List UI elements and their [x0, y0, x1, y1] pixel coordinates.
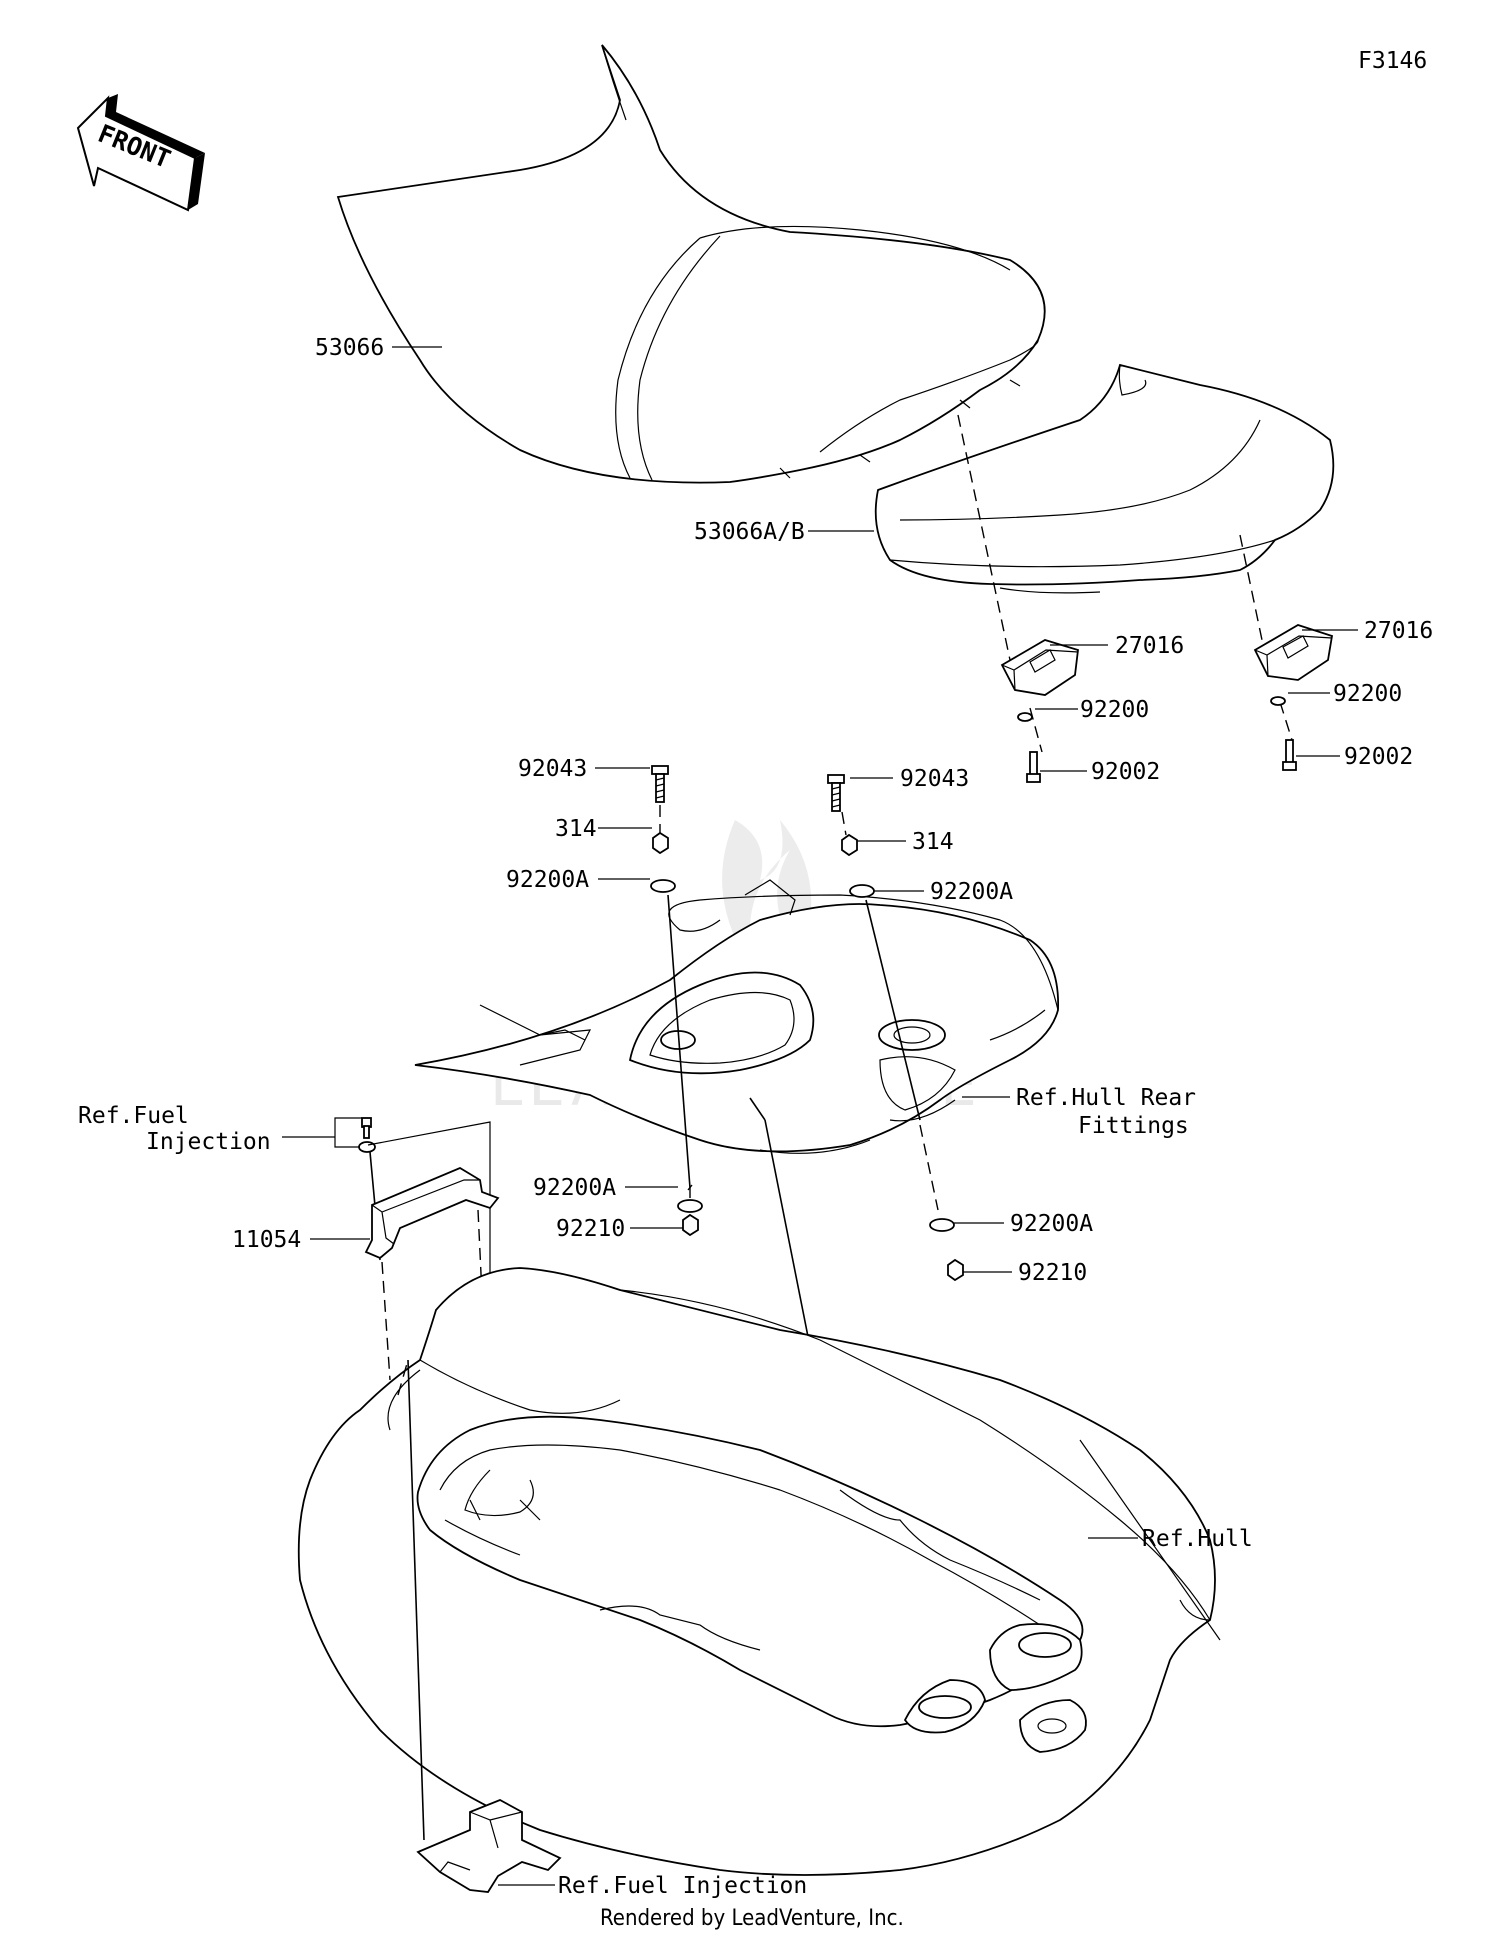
label-ref-hull-rear-line1: Ref.Hull Rear — [1016, 1085, 1196, 1111]
bolt-92002-right — [1282, 739, 1297, 771]
footer-credit: Rendered by LeadVenture, Inc. — [600, 1906, 904, 1931]
washer-92200-right — [1270, 696, 1286, 706]
label-27016-left: 27016 — [1115, 633, 1184, 659]
nut-314-right — [841, 833, 858, 857]
leader-lines — [282, 346, 1358, 1886]
label-92200a-right-bottom: 92200A — [1010, 1211, 1093, 1237]
label-92002-left: 92002 — [1091, 759, 1160, 785]
label-92200-left: 92200 — [1080, 697, 1149, 723]
front-direction-arrow: FRONT — [76, 94, 205, 212]
label-92200-right: 92200 — [1333, 681, 1402, 707]
guide-line-lower-bracket — [407, 1359, 425, 1841]
bracket-11054 — [364, 1166, 500, 1260]
nut-92210-left — [682, 1213, 699, 1237]
label-92043-right: 92043 — [900, 766, 969, 792]
label-ref-hull-rear-line2: Fittings — [1078, 1113, 1189, 1139]
guide-line-seat-left — [957, 414, 1011, 661]
washer-92200-left — [1017, 712, 1033, 722]
guide-line-center — [749, 1097, 766, 1121]
label-ref-hull: Ref.Hull — [1142, 1526, 1253, 1552]
nut-92210-right — [947, 1258, 964, 1282]
washer-92200a-left-top — [650, 879, 676, 893]
stopper-27016-right — [1253, 624, 1334, 681]
guide-line-right-lower — [919, 1124, 939, 1211]
rear-seat-53066ab — [874, 363, 1335, 594]
guide-line-left-washer-end — [687, 1184, 693, 1191]
label-27016-right: 27016 — [1364, 618, 1433, 644]
guide-line-left-washer — [667, 894, 691, 1189]
fuel-injection-bracket-lower — [416, 1799, 562, 1893]
label-92200a-left-top: 92200A — [506, 867, 589, 893]
hull — [297, 1267, 1221, 1876]
nut-314-left — [652, 831, 669, 855]
guide-line-stud-right — [841, 811, 847, 836]
label-ref-fuel-line1: Ref.Fuel — [78, 1103, 189, 1129]
guide-line-lower-bracket-top — [397, 1359, 409, 1396]
label-92210-left: 92210 — [556, 1216, 625, 1242]
washer-92200a-left-bottom — [677, 1199, 703, 1213]
label-ref-fuel-bottom: Ref.Fuel Injection — [558, 1873, 807, 1899]
guide-line-stopper-right — [1279, 701, 1293, 741]
seat-53066 — [336, 44, 1046, 484]
stopper-27016-left — [1000, 639, 1079, 696]
washer-92200a-right-bottom — [929, 1218, 955, 1232]
fuel-injection-fasteners — [358, 1117, 376, 1153]
label-ref-fuel-line2: Injection — [146, 1129, 271, 1155]
label-92210-right: 92210 — [1018, 1260, 1087, 1286]
label-314-left: 314 — [555, 816, 597, 842]
label-53066ab: 53066A/B — [694, 519, 805, 545]
bolt-92002-left — [1026, 751, 1041, 783]
label-53066: 53066 — [315, 335, 384, 361]
label-92002-right: 92002 — [1344, 744, 1413, 770]
guide-line-bracket-left — [381, 1261, 391, 1381]
washer-92200a-right-top — [849, 884, 875, 898]
guide-line-right-washer — [865, 899, 921, 1121]
label-92200a-left-bottom: 92200A — [533, 1175, 616, 1201]
label-92043-left: 92043 — [518, 756, 587, 782]
stud-92043-left — [651, 765, 669, 803]
label-314-right: 314 — [912, 829, 954, 855]
label-92200a-right-top: 92200A — [930, 879, 1013, 905]
label-11054: 11054 — [232, 1227, 301, 1253]
stud-92043-right — [827, 774, 845, 812]
figure-id: F3146 — [1358, 48, 1427, 74]
